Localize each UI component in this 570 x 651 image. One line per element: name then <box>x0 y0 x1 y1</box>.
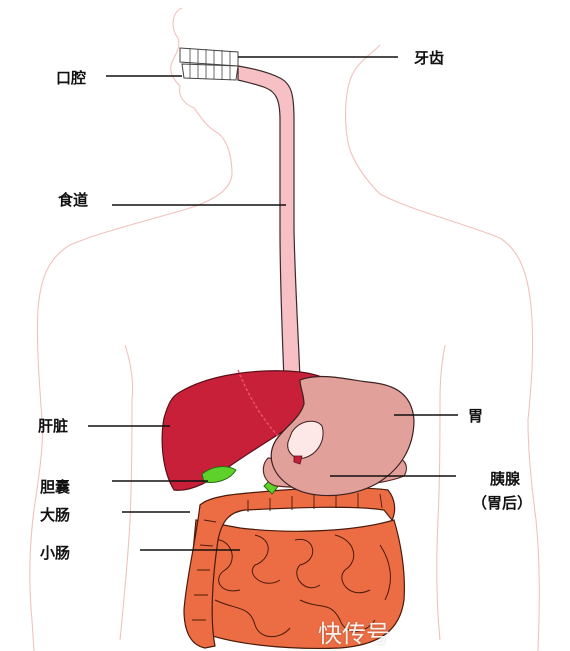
label-esophagus: 食道 <box>58 191 89 209</box>
liver-ligament <box>237 369 283 441</box>
label-liver: 肝脏 <box>38 417 69 435</box>
body-outline <box>29 7 540 651</box>
label-pancreas: 胰腺 <box>490 470 521 488</box>
label-small-intestine: 小肠 <box>40 544 71 562</box>
stomach-shape <box>270 375 415 497</box>
label-mouth: 口腔 <box>56 69 87 87</box>
large-intestine-folds <box>192 493 383 621</box>
label-stomach: 胃 <box>468 407 484 425</box>
teeth-shape <box>179 47 239 81</box>
label-pancreas-note: （胃后） <box>472 494 533 512</box>
stomach-inner-curve <box>287 420 324 459</box>
liver-shape <box>161 370 341 491</box>
pylorus-shape <box>293 455 303 465</box>
leader-lines <box>88 56 458 551</box>
esophagus-shape <box>237 65 301 381</box>
small-intestine-loops <box>209 534 391 638</box>
label-large-intestine: 大肠 <box>40 506 71 524</box>
watermark-text: 快传号 <box>318 620 390 648</box>
label-gallbladder: 胆囊 <box>40 478 71 496</box>
gallbladder-shape <box>201 466 237 483</box>
label-teeth: 牙齿 <box>414 49 445 67</box>
